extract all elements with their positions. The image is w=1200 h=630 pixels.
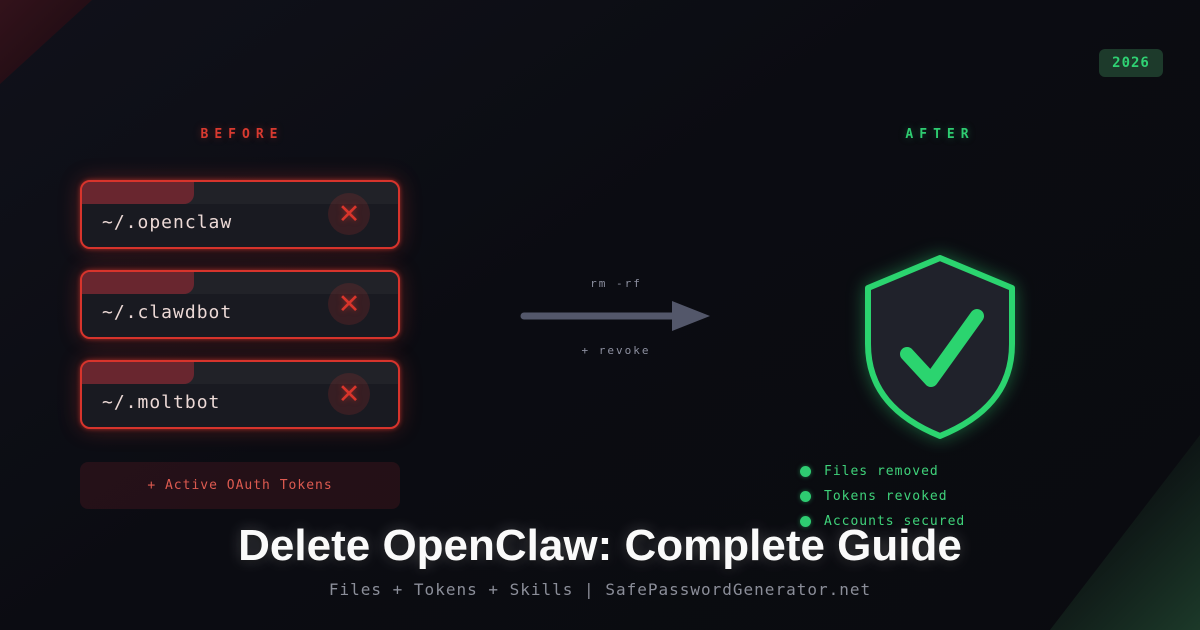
delete-file-button[interactable]: ✕ — [328, 283, 370, 325]
delete-file-button[interactable]: ✕ — [328, 373, 370, 415]
file-card: ~/.moltbot ✕ — [80, 360, 400, 429]
revoke-label: + revoke — [581, 344, 651, 357]
card-tab — [82, 272, 194, 294]
x-icon: ✕ — [337, 198, 361, 230]
corner-accent-top-left — [0, 0, 92, 84]
arrow-right-icon — [520, 301, 710, 331]
file-path-text: ~/.clawdbot — [102, 302, 233, 323]
checklist-label: Files removed — [824, 464, 939, 479]
delete-file-button[interactable]: ✕ — [328, 193, 370, 235]
transition-group: rm -rf + revoke — [520, 277, 712, 357]
x-icon: ✕ — [337, 378, 361, 410]
bullet-icon — [800, 466, 811, 477]
after-checklist: Files removed Tokens revoked Accounts se… — [800, 459, 965, 534]
oauth-tokens-box: + Active OAuth Tokens — [80, 462, 400, 509]
checklist-label: Tokens revoked — [824, 489, 948, 504]
checklist-label: Accounts secured — [824, 514, 966, 529]
x-icon: ✕ — [337, 288, 361, 320]
year-badge-label: 2026 — [1112, 55, 1150, 71]
checklist-item: Accounts secured — [800, 509, 965, 534]
before-label: BEFORE — [200, 127, 284, 142]
year-badge: 2026 — [1099, 49, 1163, 77]
page-title: Delete OpenClaw: Complete Guide — [238, 521, 962, 570]
page-subtitle: Files + Tokens + Skills | SafePasswordGe… — [328, 580, 872, 599]
check-icon — [900, 309, 984, 387]
file-path-text: ~/.openclaw — [102, 212, 233, 233]
file-card: ~/.clawdbot ✕ — [80, 270, 400, 339]
card-tab — [82, 182, 194, 204]
card-tab — [82, 362, 194, 384]
rm-command-label: rm -rf — [590, 277, 642, 290]
checklist-item: Files removed — [800, 459, 965, 484]
file-card: ~/.openclaw ✕ — [80, 180, 400, 249]
bullet-icon — [800, 491, 811, 502]
after-label: AFTER — [905, 127, 975, 142]
shield-outline — [865, 255, 1015, 439]
oauth-tokens-label: + Active OAuth Tokens — [147, 478, 333, 493]
file-path-text: ~/.moltbot — [102, 392, 221, 413]
shield-check-icon — [855, 252, 1025, 442]
checklist-item: Tokens revoked — [800, 484, 965, 509]
bullet-icon — [800, 516, 811, 527]
